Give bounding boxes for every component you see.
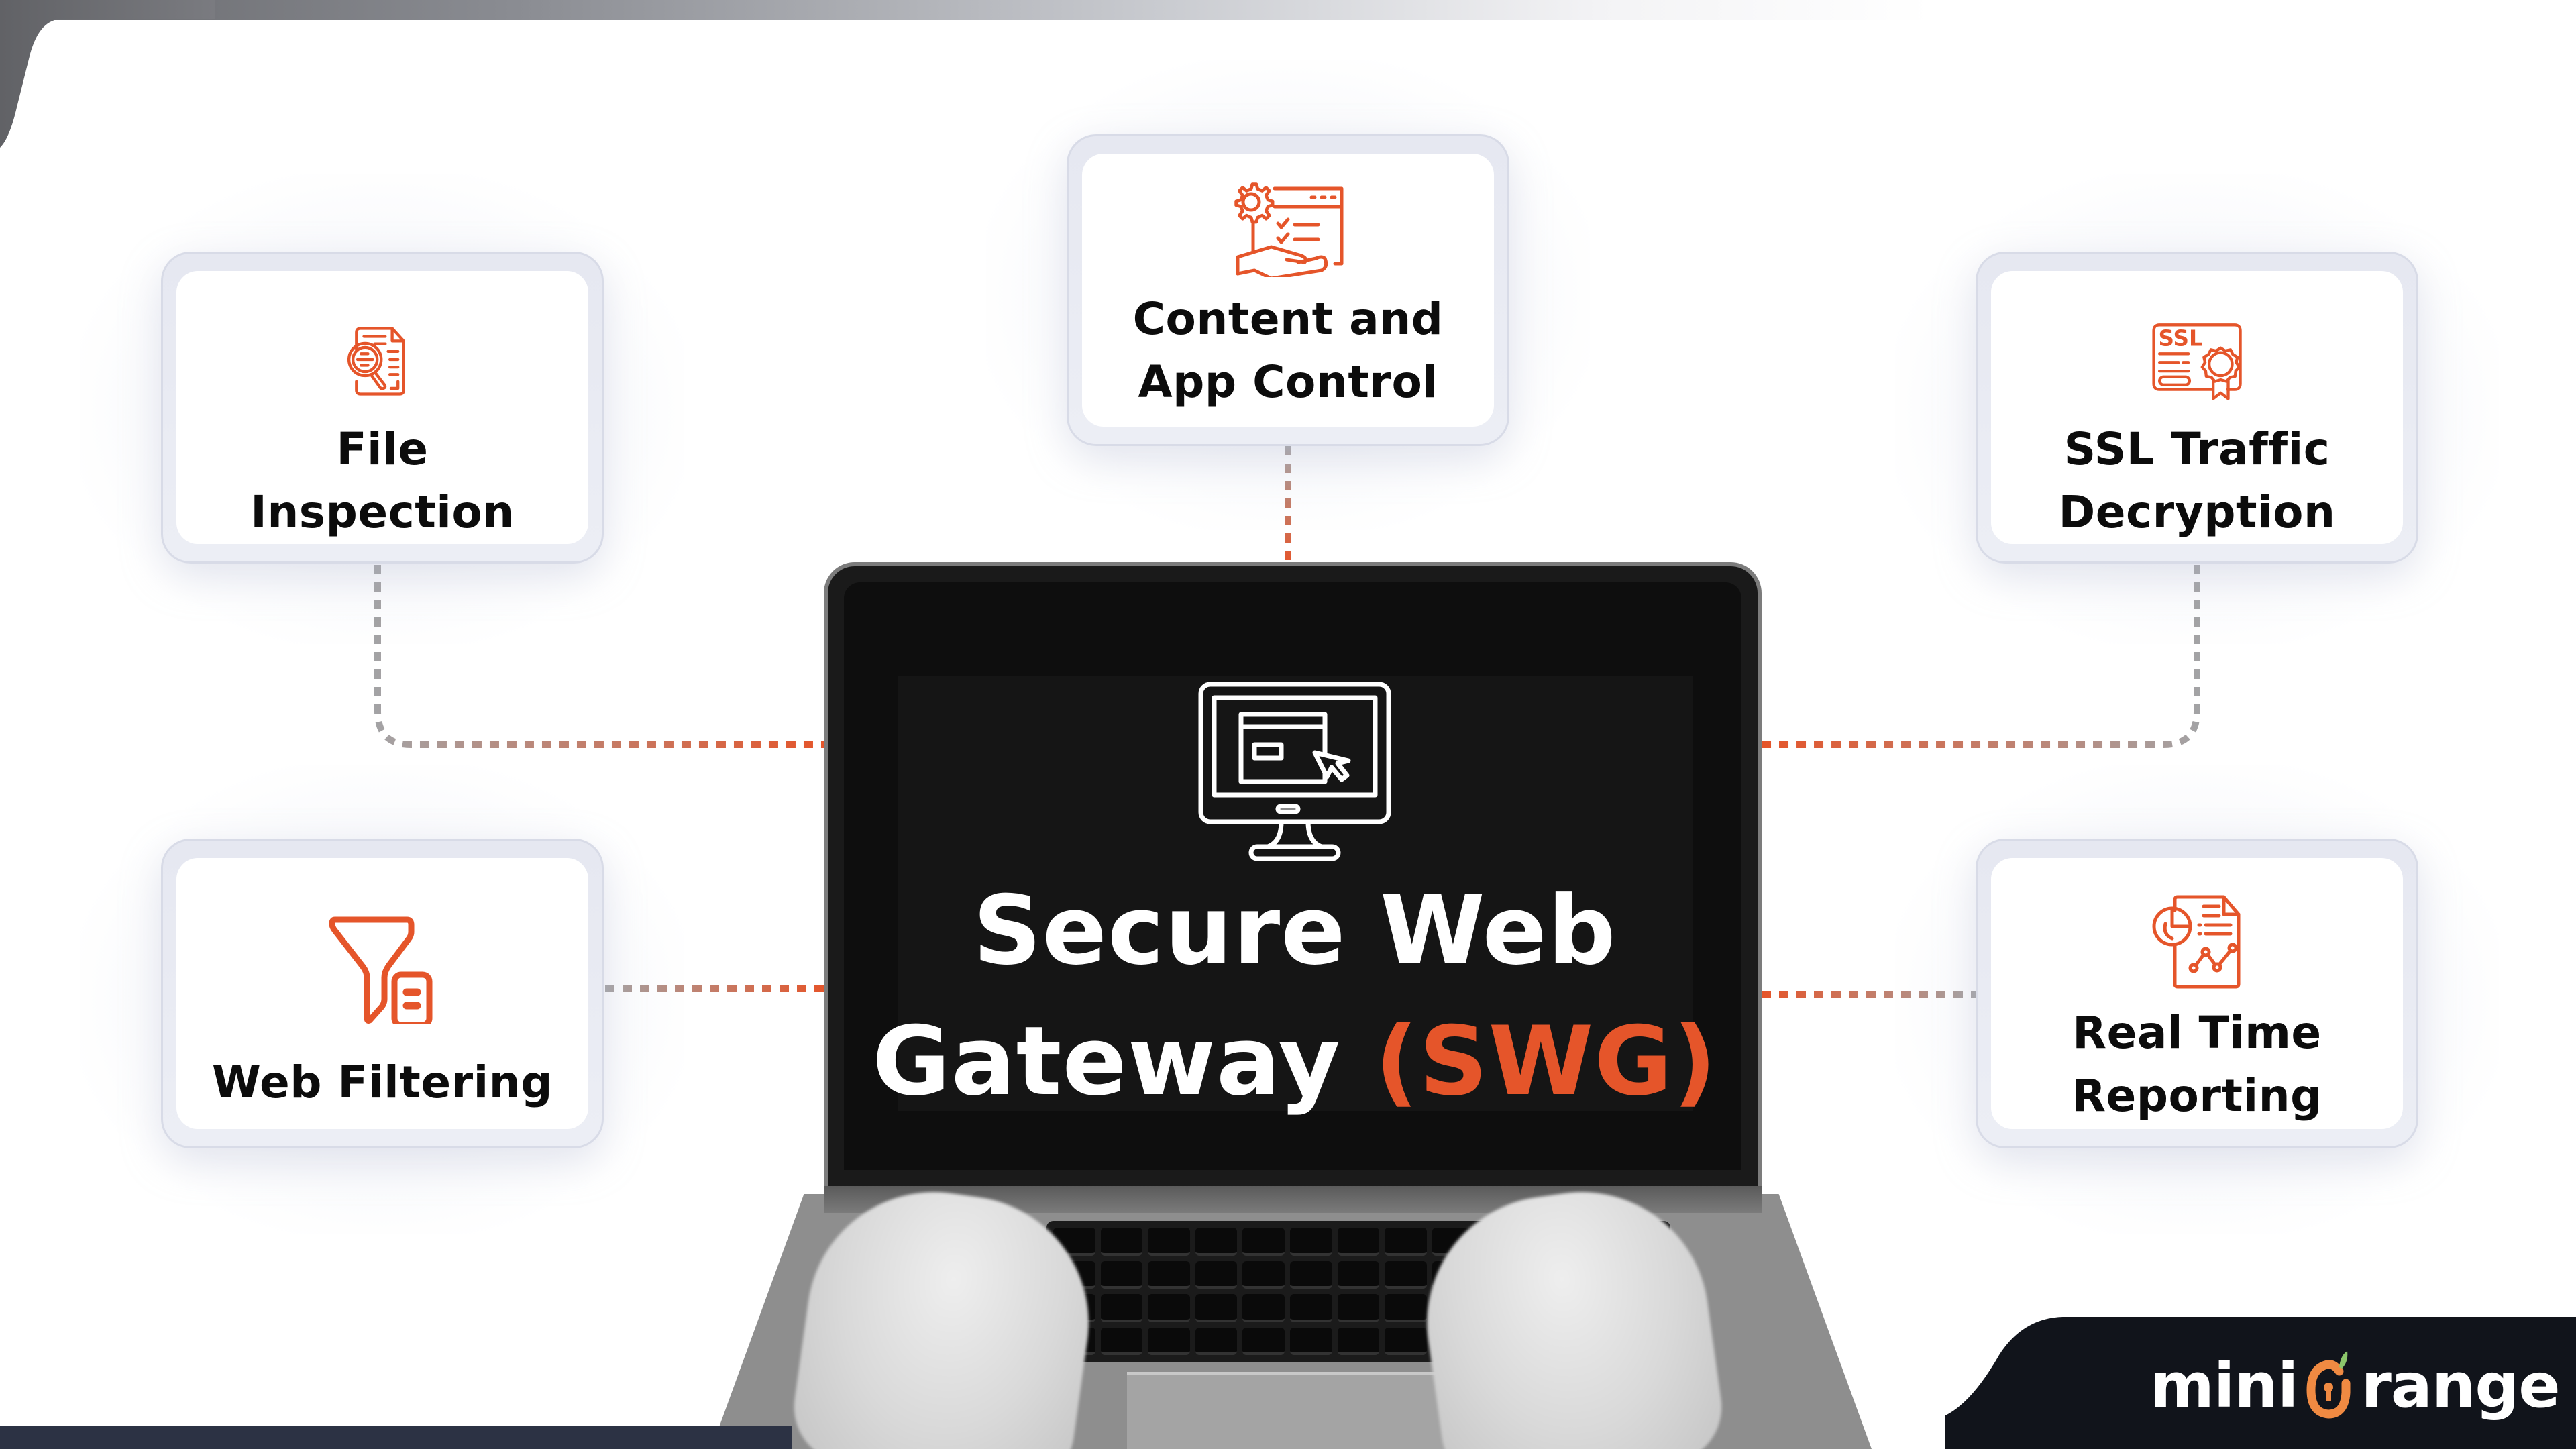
- footer-strip: [0, 1426, 792, 1449]
- card-title-line1: Content and: [1132, 293, 1444, 345]
- ssl-certificate-icon: SSL: [2151, 323, 2242, 400]
- document-magnifier-icon: [347, 327, 405, 396]
- card-title-line2: App Control: [1138, 356, 1438, 408]
- connector-file-inspection: [374, 565, 826, 748]
- laptop-lid: [824, 562, 1762, 1186]
- feature-card-ssl-decryption: SSL SSL Traffic Decryption: [1976, 252, 2418, 564]
- brand-logo: mini range: [2150, 1348, 2561, 1422]
- top-gradient-bar: [0, 0, 2576, 20]
- card-title-line2: Reporting: [2072, 1070, 2322, 1122]
- card-title: SSL Traffic Decryption: [2059, 418, 2336, 544]
- logo-text-suffix: range: [2361, 1349, 2560, 1421]
- card-title: Real Time Reporting: [2072, 1002, 2322, 1128]
- card-title-line1: Real Time: [2072, 1007, 2322, 1059]
- feature-card-real-time-reporting: Real Time Reporting: [1976, 839, 2418, 1148]
- funnel-filter-icon: [329, 916, 433, 1024]
- svg-text:SSL: SSL: [2158, 325, 2202, 351]
- feature-card-web-filtering: Web Filtering: [161, 839, 604, 1148]
- laptop-trackpad: [1127, 1372, 1449, 1449]
- screen-panel: [898, 676, 1693, 1111]
- hero-title-line1: Secure Web: [973, 875, 1617, 986]
- card-title-line1: File: [336, 423, 429, 475]
- hero-title-line2: Gateway (SWG): [859, 996, 1731, 1127]
- card-title: Content and App Control: [1133, 288, 1444, 414]
- laptop-screen: [844, 582, 1741, 1170]
- top-left-curve-shape: [0, 0, 215, 148]
- report-chart-icon: [2152, 895, 2241, 989]
- logo-panel-shape: [1945, 1317, 2576, 1449]
- card-title-line1: SSL Traffic: [2063, 423, 2330, 475]
- card-title-line1: Web Filtering: [212, 1057, 553, 1108]
- hero-title-accent: (SWG): [1375, 1006, 1717, 1117]
- card-title-line2: Decryption: [2058, 486, 2336, 538]
- logo-text-prefix: mini: [2150, 1349, 2298, 1421]
- gear-checklist-hand-icon: [1234, 182, 1344, 277]
- orange-keyhole-icon: [2306, 1351, 2351, 1419]
- monitor-cursor-icon: [1198, 682, 1391, 861]
- card-title: Web Filtering: [212, 1051, 553, 1114]
- feature-card-file-inspection: File Inspection: [161, 252, 604, 564]
- card-title-line2: Inspection: [250, 486, 515, 538]
- hero-title-main: Gateway: [872, 1006, 1342, 1117]
- card-title: File Inspection: [250, 418, 514, 544]
- connector-ssl: [1762, 565, 2200, 748]
- feature-card-content-app-control: Content and App Control: [1067, 134, 1509, 446]
